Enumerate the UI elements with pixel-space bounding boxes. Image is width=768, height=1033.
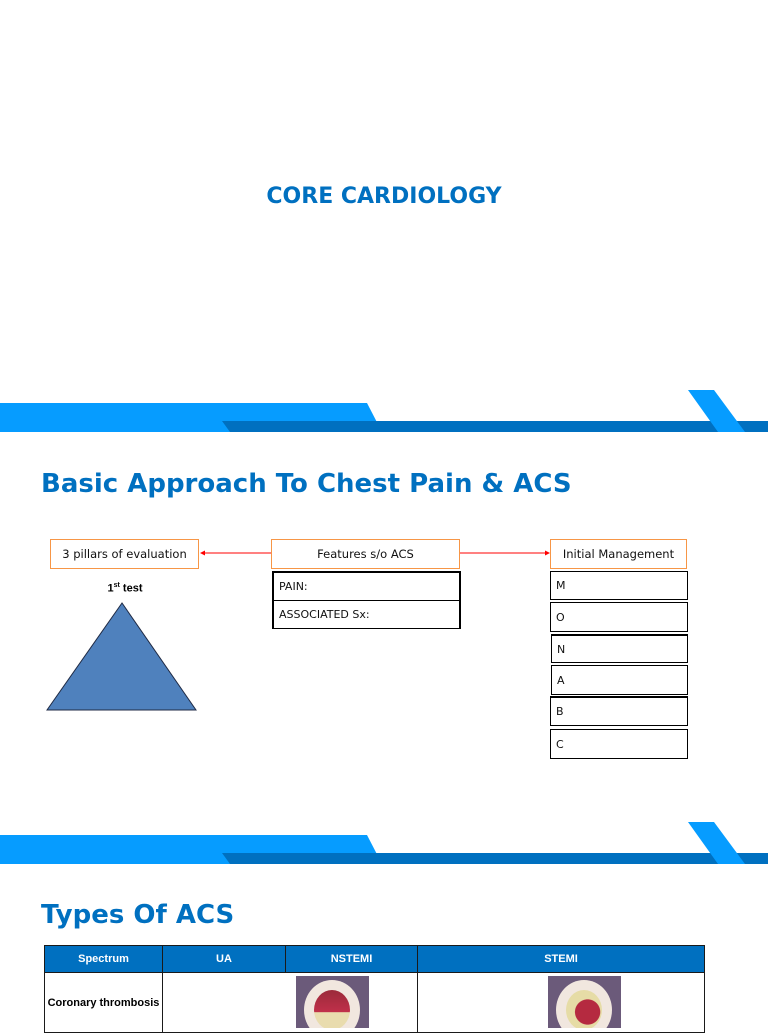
management-row-a: A xyxy=(551,665,688,695)
management-row-b: B xyxy=(550,696,688,726)
pain-row: PAIN: xyxy=(274,573,459,601)
management-row-o: O xyxy=(550,602,688,632)
pillars-box: 3 pillars of evaluation xyxy=(50,539,199,569)
header-stemi: STEMI xyxy=(417,945,705,973)
arrows xyxy=(200,550,550,556)
associated-symptoms-row: ASSOCIATED Sx: xyxy=(274,601,459,628)
nstemi-artery-image xyxy=(296,976,369,1028)
row-label: Coronary thrombosis xyxy=(44,972,163,1033)
header-nstemi: NSTEMI xyxy=(285,945,418,973)
features-box: Features s/o ACS xyxy=(271,539,460,569)
decorative-band xyxy=(0,822,768,864)
header-spectrum: Spectrum xyxy=(44,945,163,973)
first-test-label: 1st test xyxy=(107,582,143,595)
management-box: Initial Management xyxy=(550,539,687,569)
table-header-row: Spectrum UA NSTEMI STEMI xyxy=(44,945,705,973)
triangle-diagram xyxy=(46,602,197,711)
slide-title: Basic Approach To Chest Pain & ACS xyxy=(41,469,572,499)
management-row-m: M xyxy=(550,571,688,600)
management-row-c: C xyxy=(550,729,688,759)
slide-title: Types Of ACS xyxy=(41,900,235,930)
stemi-artery-image xyxy=(548,976,621,1028)
features-table: PAIN: ASSOCIATED Sx: xyxy=(272,571,461,629)
decorative-band xyxy=(0,390,768,432)
management-row-n: N xyxy=(551,634,688,663)
header-ua: UA xyxy=(162,945,286,973)
slide-title: CORE CARDIOLOGY xyxy=(266,184,502,209)
